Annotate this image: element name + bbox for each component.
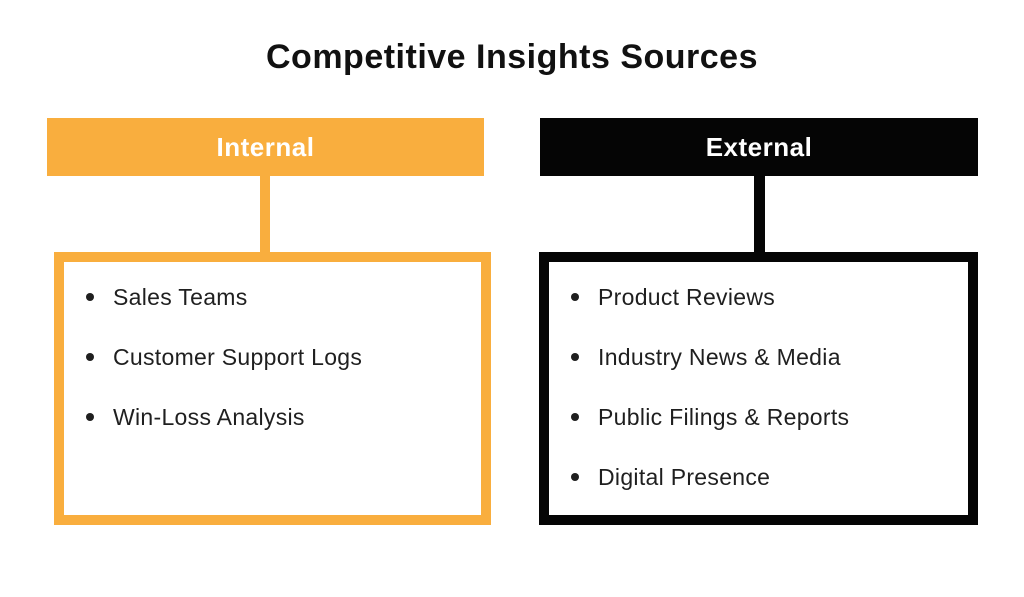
external-item-list: Product Reviews Industry News & Media Pu… bbox=[549, 262, 968, 507]
list-item-label: Win-Loss Analysis bbox=[113, 403, 305, 430]
list-item: Win-Loss Analysis bbox=[64, 387, 481, 447]
bullet-dot-icon bbox=[571, 473, 579, 481]
list-item-label: Sales Teams bbox=[113, 283, 248, 310]
external-header-bar: External bbox=[540, 118, 978, 176]
bullet-dot-icon bbox=[86, 413, 94, 421]
external-connector-line bbox=[754, 176, 765, 252]
list-item: Digital Presence bbox=[549, 447, 968, 507]
bullet-dot-icon bbox=[571, 413, 579, 421]
list-item: Customer Support Logs bbox=[64, 327, 481, 387]
list-item: Public Filings & Reports bbox=[549, 387, 968, 447]
internal-connector-line bbox=[260, 176, 270, 252]
list-item: Product Reviews bbox=[549, 267, 968, 327]
list-item-label: Customer Support Logs bbox=[113, 343, 363, 370]
external-list-box: Product Reviews Industry News & Media Pu… bbox=[539, 252, 978, 525]
page-title: Competitive Insights Sources bbox=[266, 38, 758, 76]
list-item-label: Digital Presence bbox=[598, 463, 771, 490]
bullet-dot-icon bbox=[571, 293, 579, 301]
list-item: Sales Teams bbox=[64, 267, 481, 327]
external-header-label: External bbox=[705, 131, 813, 162]
list-item-label: Product Reviews bbox=[598, 283, 776, 310]
list-item-label: Industry News & Media bbox=[598, 343, 841, 370]
internal-item-list: Sales Teams Customer Support Logs Win-Lo… bbox=[64, 262, 481, 447]
internal-list-box: Sales Teams Customer Support Logs Win-Lo… bbox=[54, 252, 491, 525]
internal-header-bar: Internal bbox=[47, 118, 484, 176]
list-item-label: Public Filings & Reports bbox=[598, 403, 850, 430]
bullet-dot-icon bbox=[571, 353, 579, 361]
list-item: Industry News & Media bbox=[549, 327, 968, 387]
internal-header-label: Internal bbox=[216, 131, 315, 162]
bullet-dot-icon bbox=[86, 293, 94, 301]
bullet-dot-icon bbox=[86, 353, 94, 361]
